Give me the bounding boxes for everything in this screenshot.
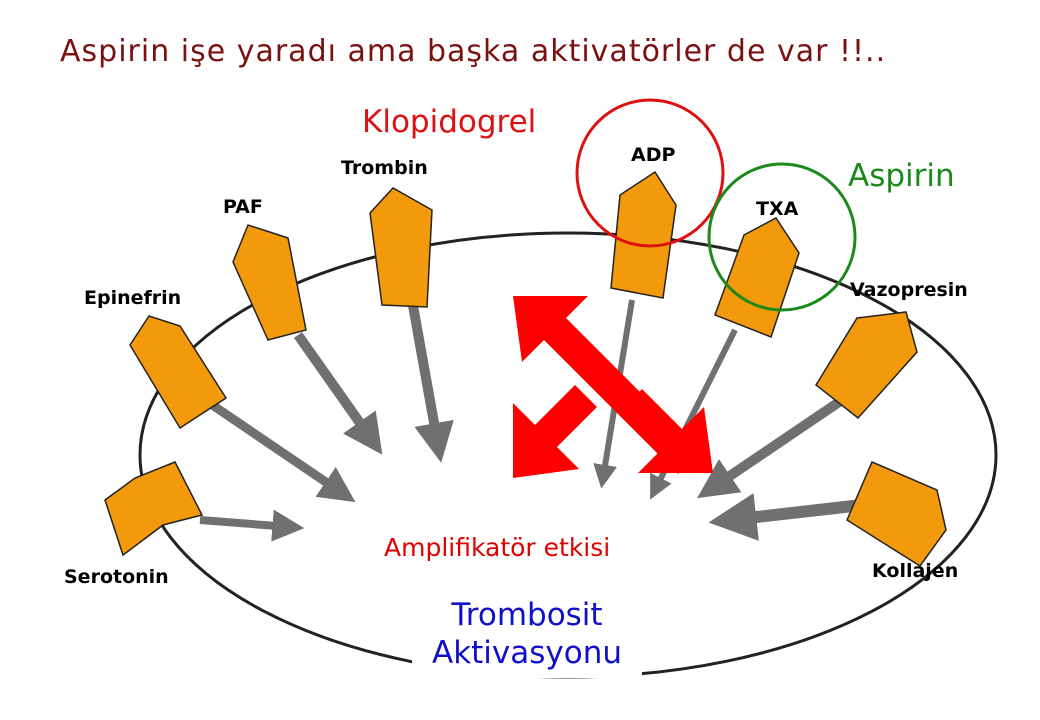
receptor-trombin bbox=[369, 187, 433, 308]
label-trombin: Trombin bbox=[341, 157, 428, 179]
label-serotonin: Serotonin bbox=[64, 566, 169, 588]
amplifier-label: Amplifikatör etkisi bbox=[384, 533, 611, 562]
aspirin-circle bbox=[707, 162, 857, 312]
page-title: Aspirin işe yaradı ama başka aktivatörle… bbox=[60, 34, 887, 69]
receptor-vazopresin bbox=[815, 311, 918, 420]
klopidogrel-circle bbox=[575, 98, 725, 248]
receptor-serotonin bbox=[104, 461, 204, 557]
label-kollajen: Kollajen bbox=[872, 560, 959, 582]
receptor-epinefrin bbox=[129, 315, 228, 430]
label-adp: ADP bbox=[631, 144, 676, 166]
arrow-trombin bbox=[407, 299, 454, 463]
label-epinefrin: Epinefrin bbox=[84, 287, 182, 309]
label-vazopresin: Vazopresin bbox=[850, 279, 968, 301]
label-txa: TXA bbox=[756, 198, 799, 220]
platelet-label-line1: Trombosit bbox=[451, 597, 603, 633]
arrow-serotonin bbox=[199, 509, 305, 542]
receptor-paf bbox=[232, 224, 307, 341]
label-backdrop bbox=[412, 598, 642, 678]
arrow-epinefrin bbox=[202, 396, 356, 503]
label-paf: PAF bbox=[223, 196, 263, 218]
arrow-vazopresin bbox=[697, 395, 845, 499]
amplifier-arrow bbox=[513, 296, 713, 478]
aspirin-label: Aspirin bbox=[848, 158, 955, 194]
arrow-kollajen bbox=[708, 493, 863, 541]
receptor-kollajen bbox=[846, 461, 947, 568]
receptor-txa bbox=[714, 217, 800, 338]
klopidogrel-label: Klopidogrel bbox=[362, 104, 537, 140]
receptor-adp bbox=[610, 170, 677, 299]
platelet-label-line2: Aktivasyonu bbox=[431, 635, 623, 671]
arrow-paf bbox=[293, 332, 383, 455]
platelet-activation-label: Trombosit Aktivasyonu bbox=[412, 596, 642, 672]
receptors bbox=[104, 170, 947, 568]
